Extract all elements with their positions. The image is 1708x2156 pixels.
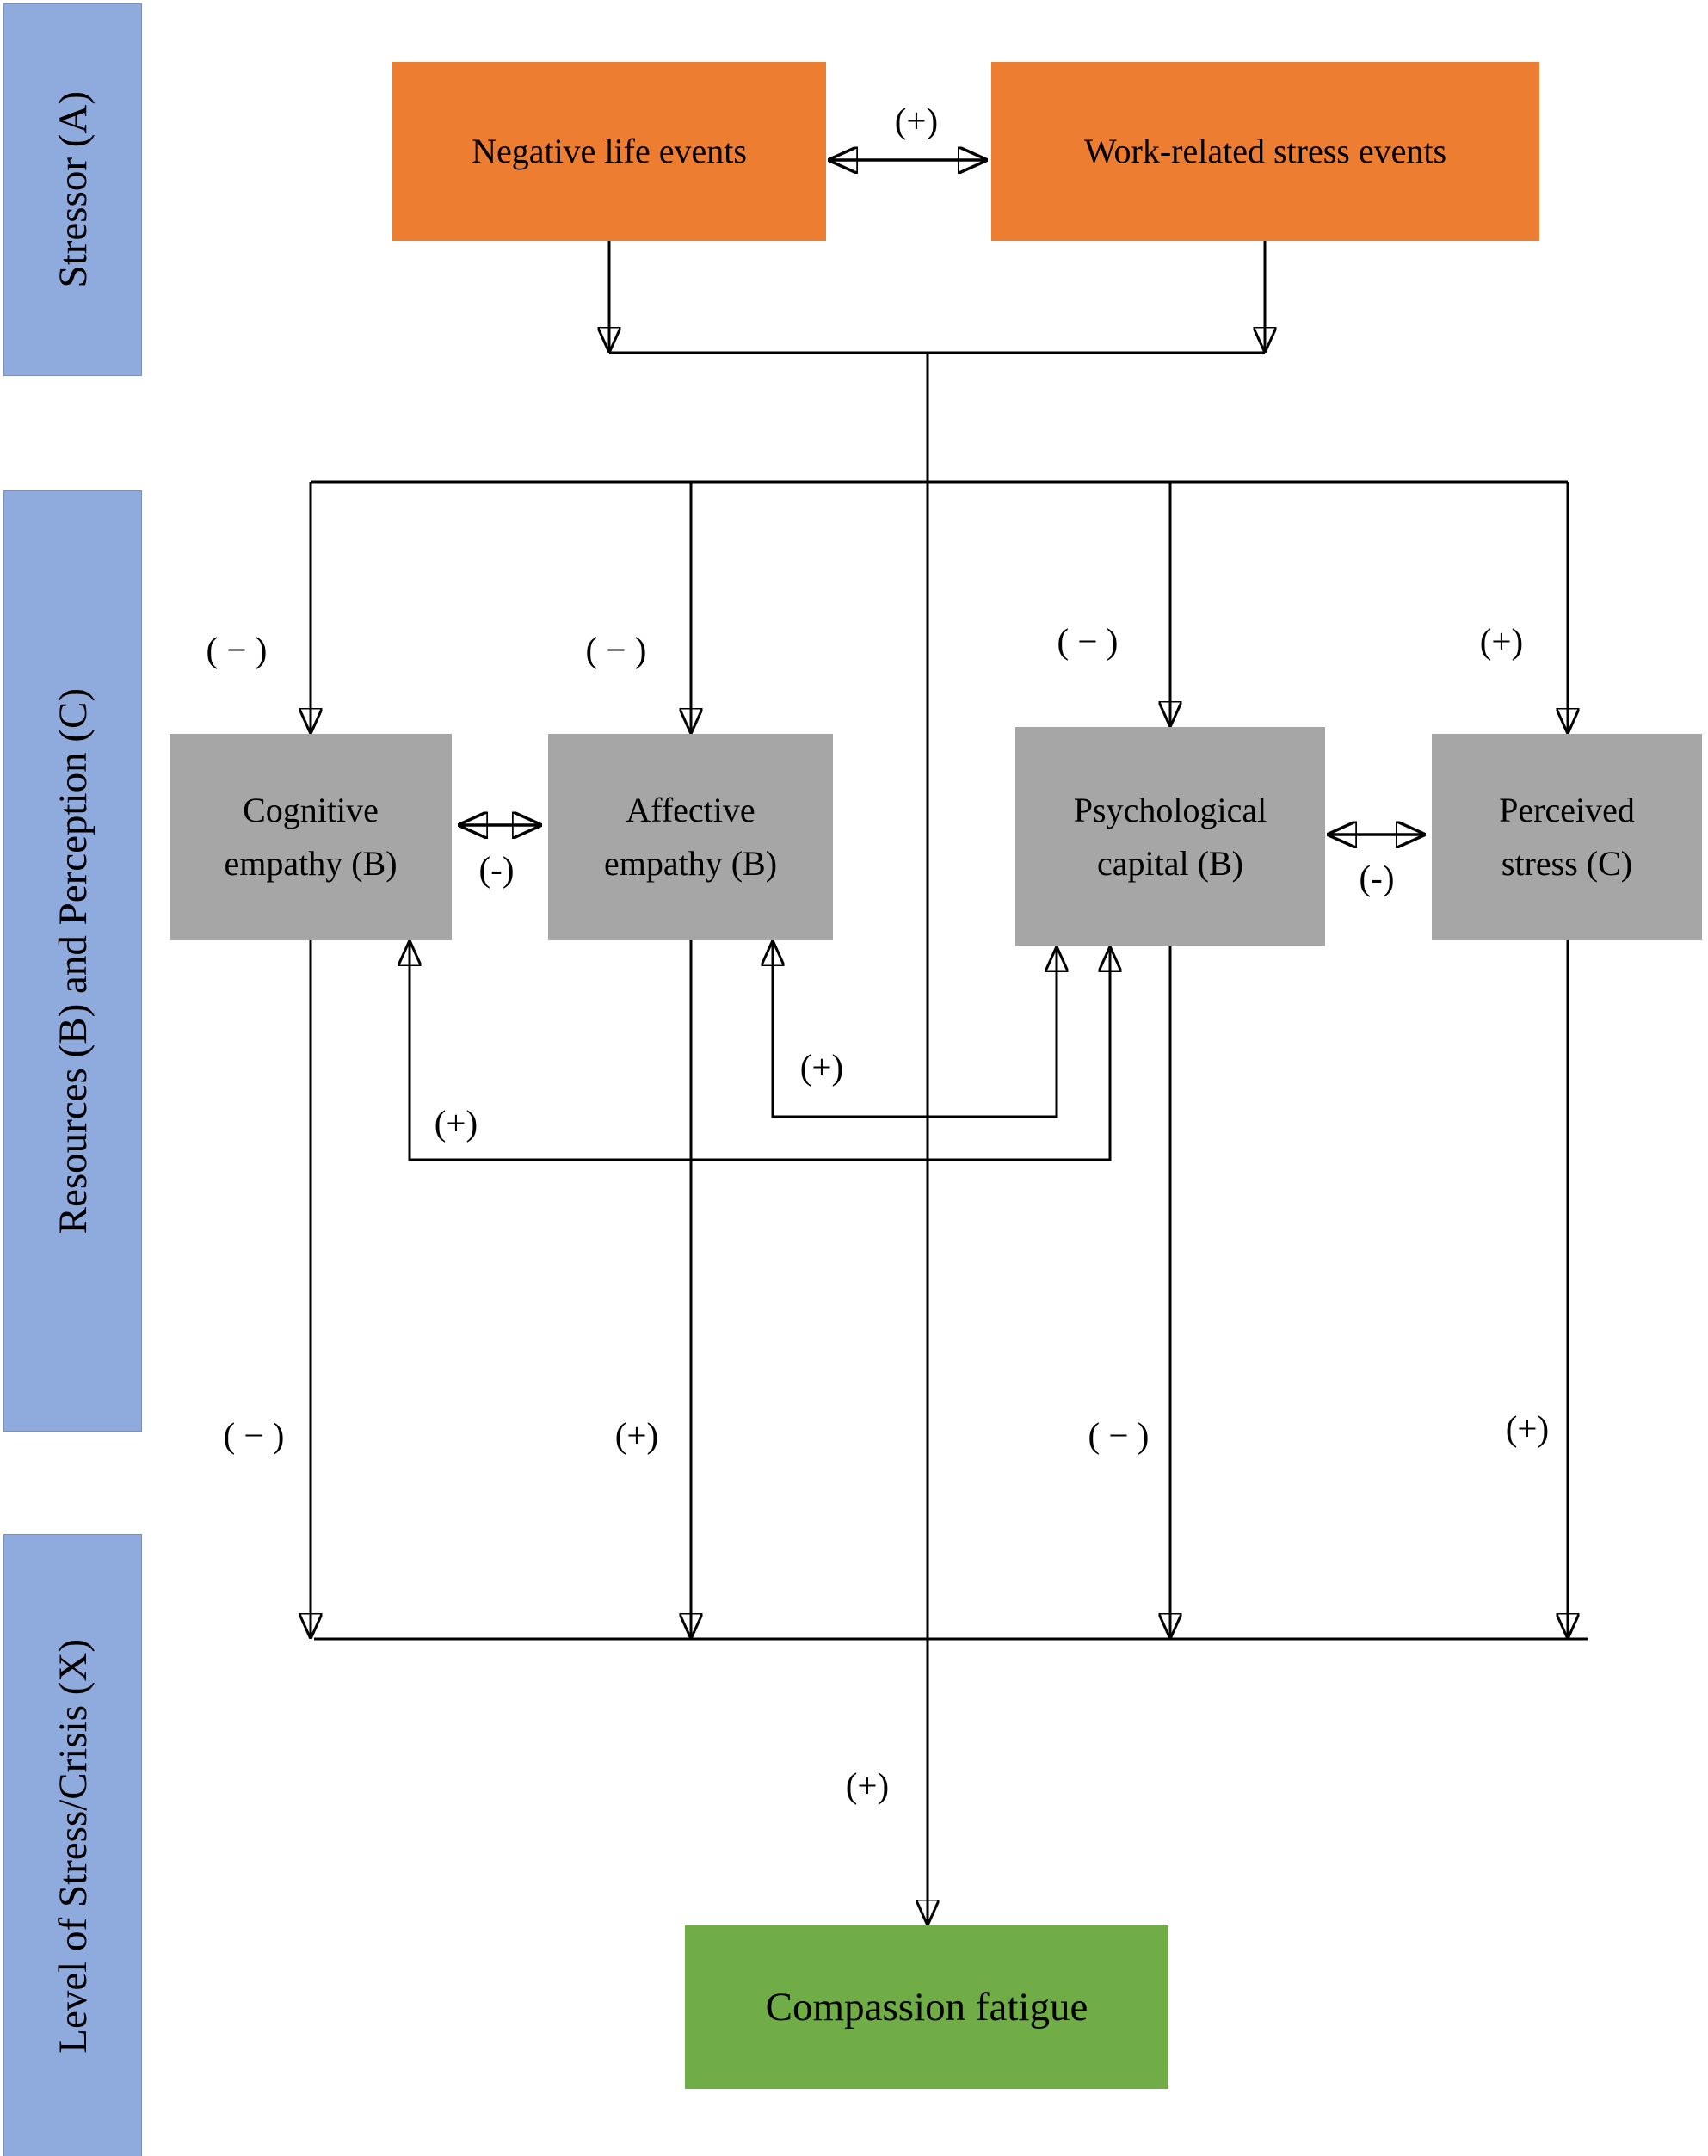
node-cognitive-empathy: Cognitive empathy (B) (170, 734, 452, 940)
band-level-of-stress: Level of Stress/Crisis (X) (3, 1534, 142, 2156)
node-compassion-fatigue: Compassion fatigue (685, 1925, 1168, 2089)
node-perceived-stress: Perceived stress (C) (1432, 734, 1702, 940)
sign-stressors-to-cognitive: ( − ) (206, 630, 268, 669)
node-negative-life-events-label: Negative life events (472, 132, 747, 170)
sign-stressors-to-affective: ( − ) (585, 630, 647, 669)
node-psychological-capital-line2: capital (B) (1097, 843, 1243, 883)
sign-stressors-to-psycap: ( − ) (1057, 621, 1119, 661)
sign-psycap-perceived: (-) (1359, 858, 1395, 897)
node-affective-empathy-line1: Affective (626, 791, 755, 829)
node-perceived-stress-line2: stress (C) (1501, 844, 1633, 883)
sign-stressors-to-perceived: (+) (1479, 621, 1524, 661)
sign-cognitive-psycap-feedback: (+) (434, 1103, 478, 1143)
arrow-affective-psycap-feedback (773, 940, 1057, 1118)
band-resources-perception: Resources (B) and Perception (C) (3, 490, 142, 1432)
node-affective-empathy: Affective empathy (B) (548, 734, 833, 940)
node-negative-life-events: Negative life events (392, 62, 826, 241)
sign-affective-psycap-feedback: (+) (799, 1047, 844, 1087)
node-cognitive-empathy-line1: Cognitive (243, 791, 379, 829)
node-compassion-fatigue-label: Compassion fatigue (765, 1984, 1088, 2030)
node-psychological-capital-line1: Psychological (1073, 790, 1267, 829)
sign-cognitive-to-level: ( − ) (223, 1415, 285, 1455)
sign-perceived-to-level: (+) (1505, 1408, 1550, 1448)
sign-affective-to-level: (+) (614, 1415, 659, 1455)
sign-cognitive-affective: (-) (478, 849, 515, 889)
sign-psycap-to-level: ( − ) (1088, 1415, 1150, 1455)
node-work-related-stress-events-label: Work-related stress events (1083, 132, 1447, 170)
band-stressor: Stressor (A) (3, 3, 142, 376)
node-affective-empathy-line2: empathy (B) (603, 844, 778, 883)
sign-stressor-correlation: (+) (894, 101, 939, 140)
node-psychological-capital: Psychological capital (B) (1015, 727, 1325, 946)
node-work-related-stress-events: Work-related stress events (991, 62, 1539, 241)
arrow-cognitive-psycap-feedback (410, 940, 1110, 1161)
sign-level-to-compassion: (+) (845, 1765, 890, 1805)
node-perceived-stress-line1: Perceived (1499, 791, 1635, 829)
node-cognitive-empathy-line2: empathy (B) (224, 844, 398, 883)
